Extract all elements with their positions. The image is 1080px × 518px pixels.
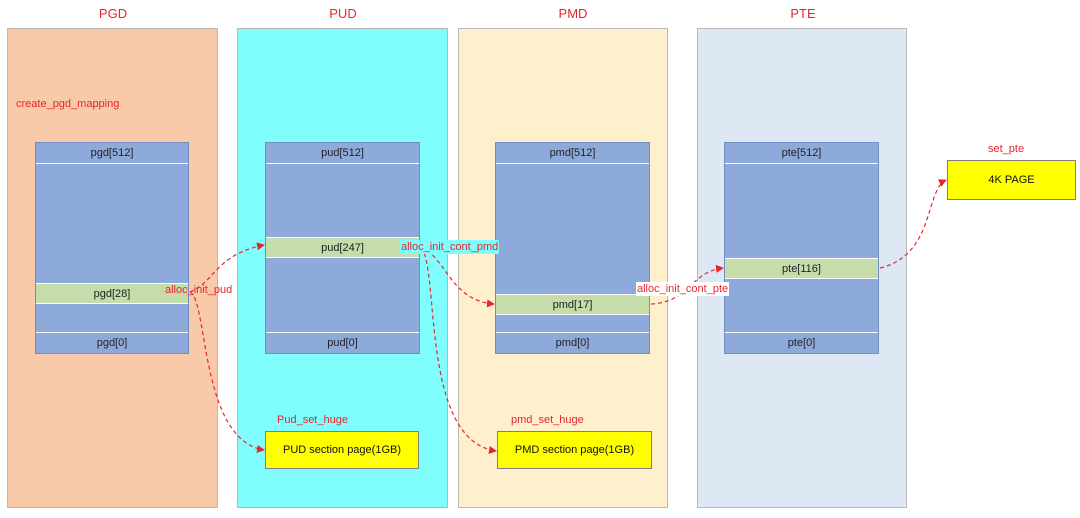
create-pgd-mapping-label: create_pgd_mapping: [16, 98, 120, 110]
4k-page-box: 4K PAGE: [947, 160, 1076, 200]
arrow-pte-to-4k-page: [879, 179, 947, 269]
pmd-table: pmd[512] pmd[17] pmd[0]: [495, 142, 650, 354]
pte-entry-0: pte[0]: [725, 332, 878, 353]
pmd-title: PMD: [558, 6, 588, 21]
alloc-init-cont-pmd-label: alloc_init_cont_pmd: [400, 240, 500, 254]
pgd-title: PGD: [98, 6, 128, 21]
arrow-pud-to-pmd: [420, 246, 495, 308]
pte-entry-116: pte[116]: [725, 258, 878, 279]
pud-entry-512: pud[512]: [266, 143, 419, 164]
alloc-init-cont-pte-label: alloc_init_cont_pte: [636, 282, 730, 296]
arrow-pgd-to-pud-section: [189, 291, 265, 453]
pgd-table: pgd[512] pgd[28] pgd[0]: [35, 142, 189, 354]
arrow-pgd-to-pud: [189, 242, 265, 293]
pmd-section-page-box: PMD section page(1GB): [497, 431, 652, 469]
pte-table: pte[512] pte[116] pte[0]: [724, 142, 879, 354]
pud-table: pud[512] pud[247] pud[0]: [265, 142, 420, 354]
pmd-entry-0: pmd[0]: [496, 332, 649, 353]
pgd-entry-512: pgd[512]: [36, 143, 188, 164]
pud-entry-0: pud[0]: [266, 332, 419, 353]
alloc-init-pud-label: alloc_init_pud: [165, 284, 233, 296]
pte-entry-512: pte[512]: [725, 143, 878, 164]
pgd-entry-0: pgd[0]: [36, 332, 188, 353]
set-pte-label: set_pte: [988, 143, 1025, 155]
pud-entry-247: pud[247]: [266, 237, 419, 258]
arrow-pud-to-pmd-section: [420, 246, 497, 454]
pmd-entry-17: pmd[17]: [496, 294, 649, 315]
pmd-entry-512: pmd[512]: [496, 143, 649, 164]
pud-set-huge-label: Pud_set_huge: [277, 414, 348, 426]
pte-title: PTE: [790, 6, 816, 21]
pmd-set-huge-label: pmd_set_huge: [511, 414, 584, 426]
pgd-entry-28: pgd[28]: [36, 283, 188, 304]
pud-section-page-box: PUD section page(1GB): [265, 431, 419, 469]
pud-title: PUD: [329, 6, 357, 21]
